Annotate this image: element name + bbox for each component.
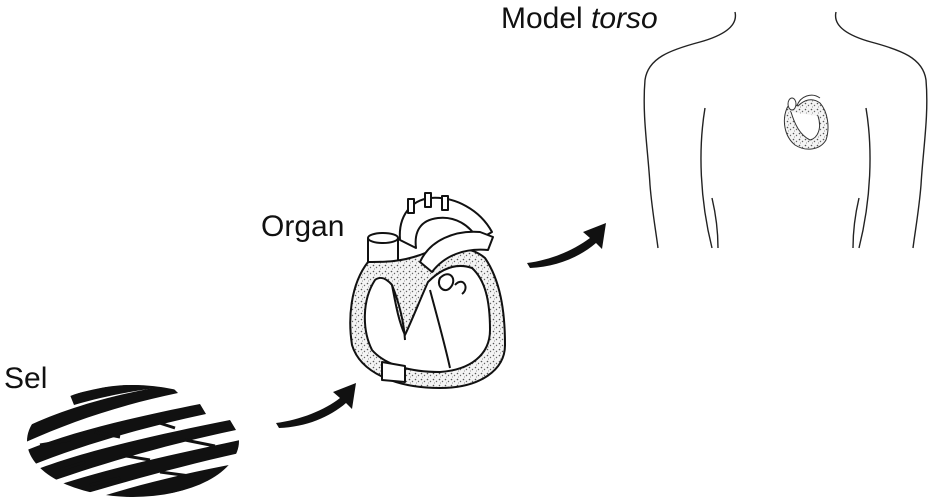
torso-label-main: Model: [501, 2, 592, 35]
organ-label: Organ: [261, 210, 345, 243]
torso-label-italic: torso: [591, 2, 658, 35]
cell-label: Sel: [4, 362, 48, 395]
torso-heart-icon: [783, 94, 829, 150]
arrow-organ-to-torso: [527, 223, 606, 268]
torso-label: Model torso: [501, 4, 658, 34]
cardiac-tissue-image: [27, 385, 239, 497]
torso-model-image: [643, 11, 928, 249]
arrow-cell-to-organ: [276, 383, 356, 428]
heart-organ-image: [349, 192, 506, 389]
